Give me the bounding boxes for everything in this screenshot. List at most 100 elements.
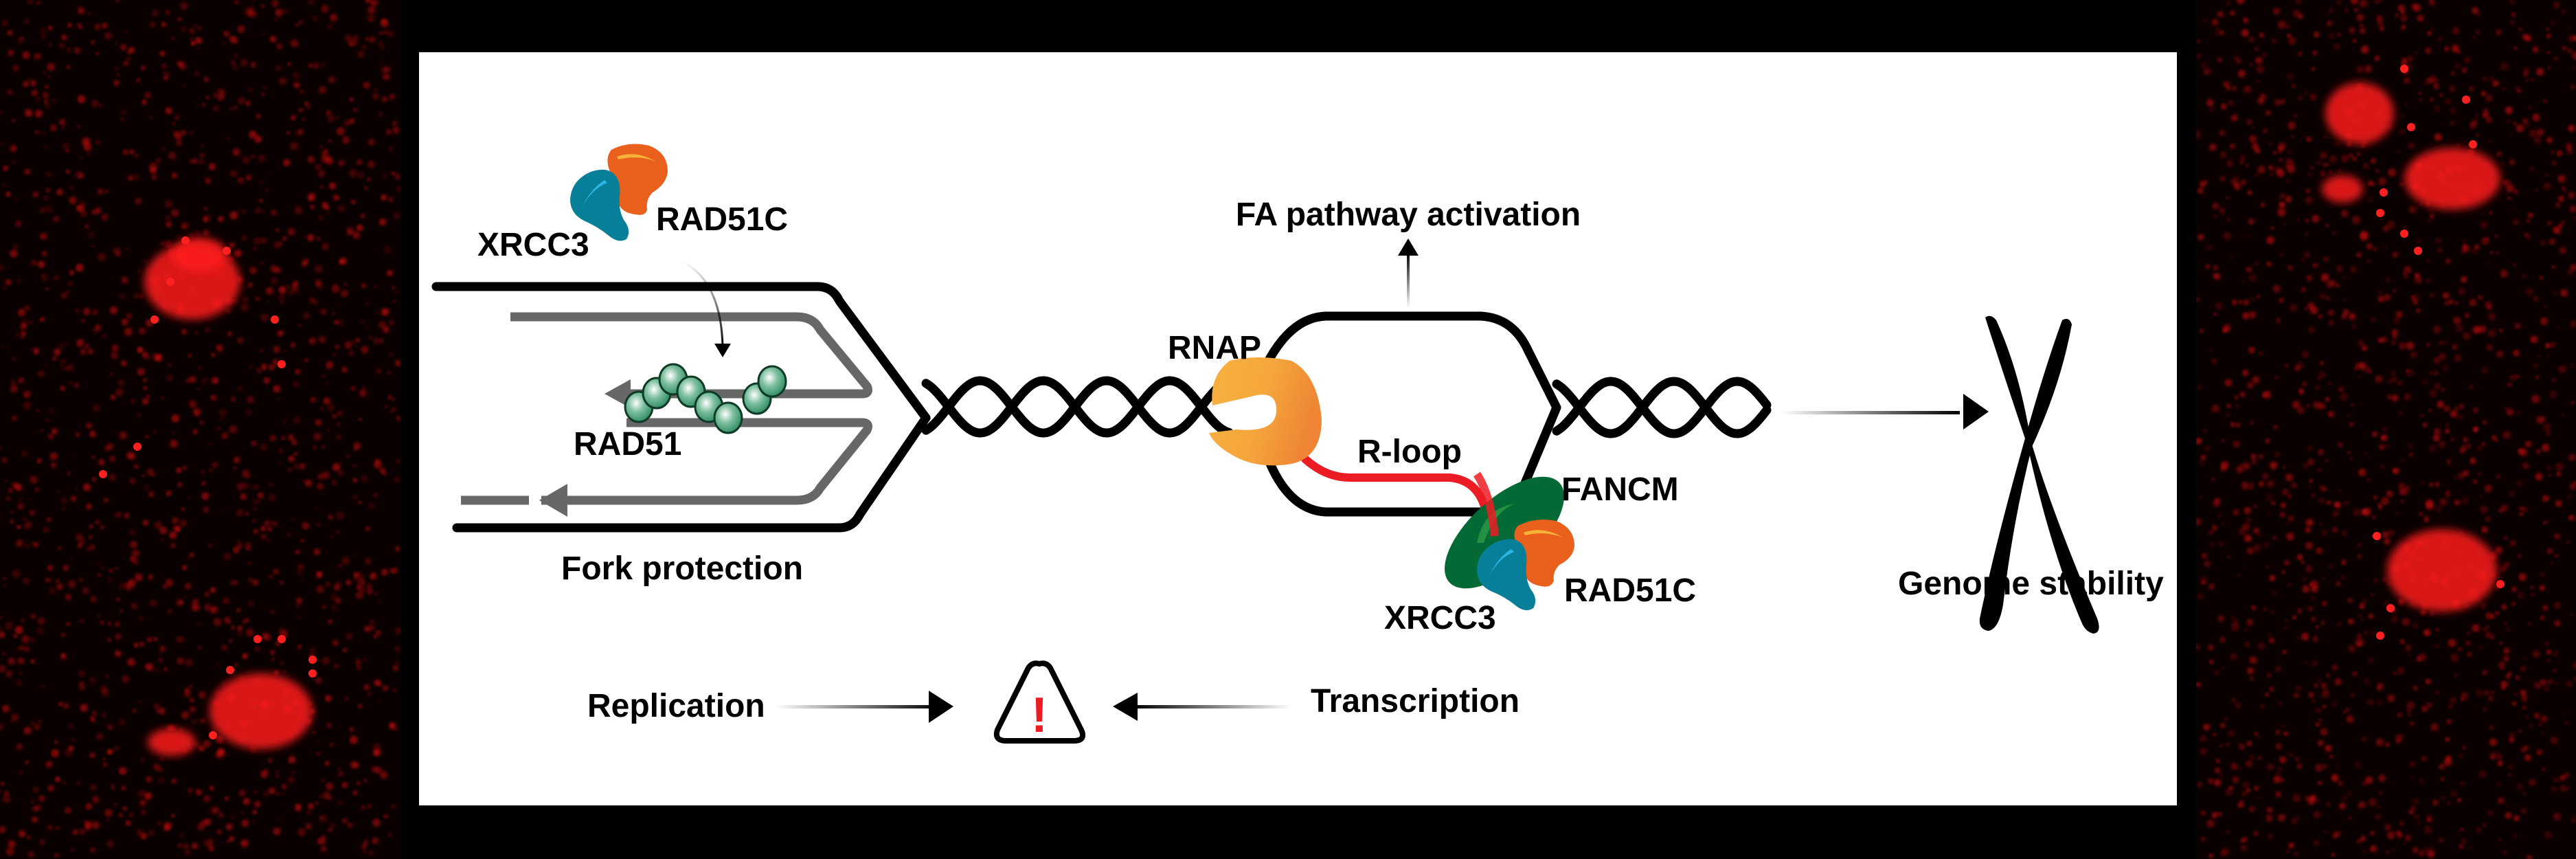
micrograph-speckle	[51, 462, 57, 469]
micrograph-speckle	[181, 130, 187, 135]
micrograph-speckle	[2211, 19, 2219, 26]
micrograph-focus	[2376, 632, 2384, 640]
micrograph-speckle	[234, 0, 239, 4]
micrograph-speckle	[39, 207, 46, 213]
micrograph-speckle	[337, 303, 340, 306]
micrograph-speckle	[29, 347, 33, 352]
micrograph-speckle	[2556, 471, 2562, 477]
micrograph-speckle	[361, 283, 367, 289]
micrograph-speckle	[95, 520, 100, 525]
micrograph-speckle	[62, 781, 67, 785]
micrograph-speckle	[2367, 657, 2374, 664]
micrograph-speckle	[356, 224, 363, 232]
micrograph-speckle	[216, 427, 221, 430]
micrograph-speckle	[396, 186, 400, 192]
micrograph-speckle	[148, 115, 152, 120]
micrograph-speckle	[233, 105, 238, 110]
micrograph-speckle	[2506, 408, 2514, 416]
micrograph-speckle	[2569, 483, 2576, 490]
micrograph-speckle	[376, 311, 379, 315]
micrograph-speckle	[2428, 0, 2434, 3]
micrograph-speckle	[2347, 597, 2353, 603]
micrograph-speckle	[269, 36, 277, 43]
micrograph-speckle	[2272, 285, 2281, 293]
micrograph-speckle	[2368, 613, 2374, 619]
micrograph-speckle	[332, 463, 341, 471]
micrograph-speckle	[2525, 715, 2529, 719]
micrograph-speckle	[2340, 210, 2349, 219]
micrograph-speckle	[2462, 332, 2471, 341]
micrograph-speckle	[287, 288, 295, 296]
micrograph-speckle	[2448, 462, 2451, 466]
micrograph-speckle	[305, 823, 313, 830]
micrograph-speckle	[261, 632, 269, 640]
micrograph-speckle	[2298, 52, 2303, 56]
micrograph-speckle	[2214, 497, 2221, 504]
micrograph-speckle	[332, 312, 335, 315]
micrograph-speckle	[340, 289, 349, 298]
micrograph-speckle	[59, 364, 63, 368]
micrograph-speckle	[346, 579, 352, 585]
micrograph-speckle	[2382, 436, 2386, 440]
micrograph-speckle	[253, 801, 261, 808]
micrograph-speckle	[2242, 462, 2250, 470]
micrograph-speckle	[374, 592, 378, 596]
micrograph-speckle	[2283, 223, 2286, 226]
micrograph-speckle	[2393, 317, 2400, 324]
micrograph-speckle	[2305, 188, 2311, 194]
micrograph-speckle	[106, 840, 114, 847]
micrograph-speckle	[189, 698, 194, 703]
micrograph-speckle	[42, 131, 46, 135]
micrograph-speckle	[315, 236, 321, 241]
micrograph-speckle	[2489, 725, 2494, 730]
micrograph-speckle	[47, 63, 56, 71]
micrograph-speckle	[27, 851, 35, 858]
micrograph-speckle	[2439, 353, 2446, 360]
micrograph-speckle	[122, 806, 127, 811]
micrograph-speckle	[2439, 498, 2448, 506]
micrograph-speckle	[2562, 46, 2567, 51]
micrograph-speckle	[357, 578, 366, 586]
micrograph-speckle	[21, 319, 28, 326]
micrograph-speckle	[2301, 287, 2306, 292]
micrograph-speckle	[2505, 673, 2511, 680]
micrograph-speckle	[2522, 792, 2526, 795]
micrograph-speckle	[2200, 61, 2208, 69]
micrograph-speckle	[91, 244, 94, 247]
micrograph-speckle	[2371, 317, 2375, 322]
micrograph-speckle	[160, 757, 163, 761]
micrograph-speckle	[2325, 397, 2330, 402]
micrograph-speckle	[2211, 404, 2219, 413]
micrograph-speckle	[2553, 669, 2557, 673]
micrograph-speckle	[2439, 93, 2443, 97]
micrograph-speckle	[2513, 122, 2518, 126]
micrograph-speckle	[5, 495, 11, 502]
micrograph-speckle	[92, 404, 100, 412]
micrograph-speckle	[2502, 431, 2511, 440]
micrograph-speckle	[2511, 602, 2516, 606]
micrograph-speckle	[2294, 692, 2299, 698]
micrograph-speckle	[2327, 411, 2334, 418]
micrograph-speckle	[378, 41, 385, 48]
micrograph-speckle	[2424, 825, 2432, 834]
micrograph-speckle	[2553, 56, 2559, 62]
micrograph-speckle	[2551, 265, 2556, 269]
micrograph-speckle	[218, 812, 224, 818]
micrograph-speckle	[2489, 140, 2492, 143]
micrograph-speckle	[355, 591, 364, 600]
micrograph-speckle	[2328, 170, 2333, 175]
micrograph-speckle	[107, 577, 113, 583]
micrograph-speckle	[59, 43, 65, 49]
micrograph-speckle	[2509, 159, 2516, 166]
micrograph-speckle	[143, 259, 147, 263]
micrograph-speckle	[228, 638, 233, 643]
micrograph-speckle	[2553, 601, 2561, 609]
micrograph-speckle	[282, 670, 286, 673]
micrograph-focus	[308, 669, 317, 678]
micrograph-speckle	[2432, 78, 2440, 85]
micrograph-speckle	[2295, 0, 2301, 4]
micrograph-speckle	[168, 609, 172, 614]
micrograph-speckle	[117, 379, 125, 386]
micrograph-speckle	[392, 689, 396, 693]
micrograph-speckle	[295, 597, 303, 604]
